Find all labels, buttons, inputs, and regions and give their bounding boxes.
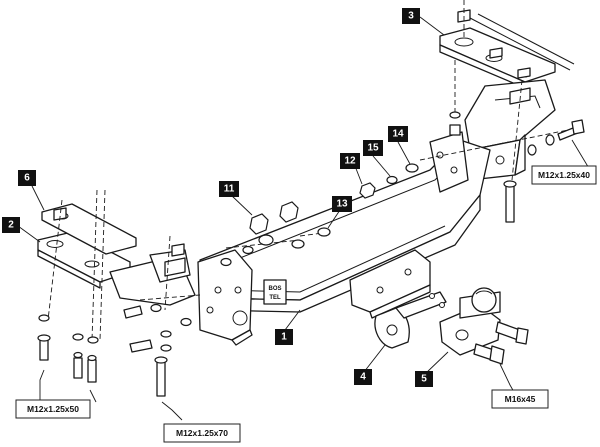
callout-11: 11 (219, 181, 239, 197)
svg-text:3: 3 (408, 11, 414, 22)
main-crossbar: BOS TEL (197, 131, 491, 346)
spec-label-m16x45: M16x45 (491, 389, 549, 409)
spec-label-m12x1.25x50: M12x1.25x50 (15, 399, 91, 419)
svg-text:M12x1.25x50: M12x1.25x50 (27, 404, 79, 414)
towball-assembly (439, 287, 529, 365)
callout-5: 5 (415, 371, 433, 387)
callout-3: 3 (402, 8, 420, 24)
svg-text:4: 4 (360, 372, 366, 383)
callout-12: 12 (340, 153, 360, 169)
svg-text:13: 13 (336, 199, 348, 210)
spec-label-m12x1.25x70: M12x1.25x70 (163, 423, 241, 443)
svg-text:1: 1 (281, 332, 287, 343)
svg-text:14: 14 (392, 129, 404, 140)
svg-text:11: 11 (224, 184, 235, 195)
callout-2: 2 (2, 217, 20, 233)
callout-13: 13 (332, 196, 352, 212)
svg-text:M16x45: M16x45 (505, 394, 536, 404)
assembly-lines (47, 0, 569, 341)
svg-text:12: 12 (344, 156, 356, 167)
callout-1: 1 (275, 329, 293, 345)
svg-text:2: 2 (8, 220, 14, 231)
fasteners (37, 111, 585, 397)
svg-text:15: 15 (367, 143, 379, 154)
svg-text:M12x1.25x70: M12x1.25x70 (176, 428, 228, 438)
left-mounting-bracket (37, 203, 196, 306)
callout-15: 15 (363, 140, 383, 156)
brand-logo-line1: BOS (268, 286, 281, 292)
svg-text:5: 5 (421, 374, 427, 385)
svg-text:M12x1.25x40: M12x1.25x40 (538, 170, 590, 180)
brand-logo-line2: TEL (269, 295, 281, 301)
spec-label-m12x1.25x40: M12x1.25x40 (531, 165, 597, 185)
callout-4: 4 (354, 369, 372, 385)
callout-6: 6 (18, 170, 36, 186)
callout-14: 14 (388, 126, 408, 142)
electrical-socket-plate (374, 291, 447, 349)
svg-text:6: 6 (24, 173, 30, 184)
